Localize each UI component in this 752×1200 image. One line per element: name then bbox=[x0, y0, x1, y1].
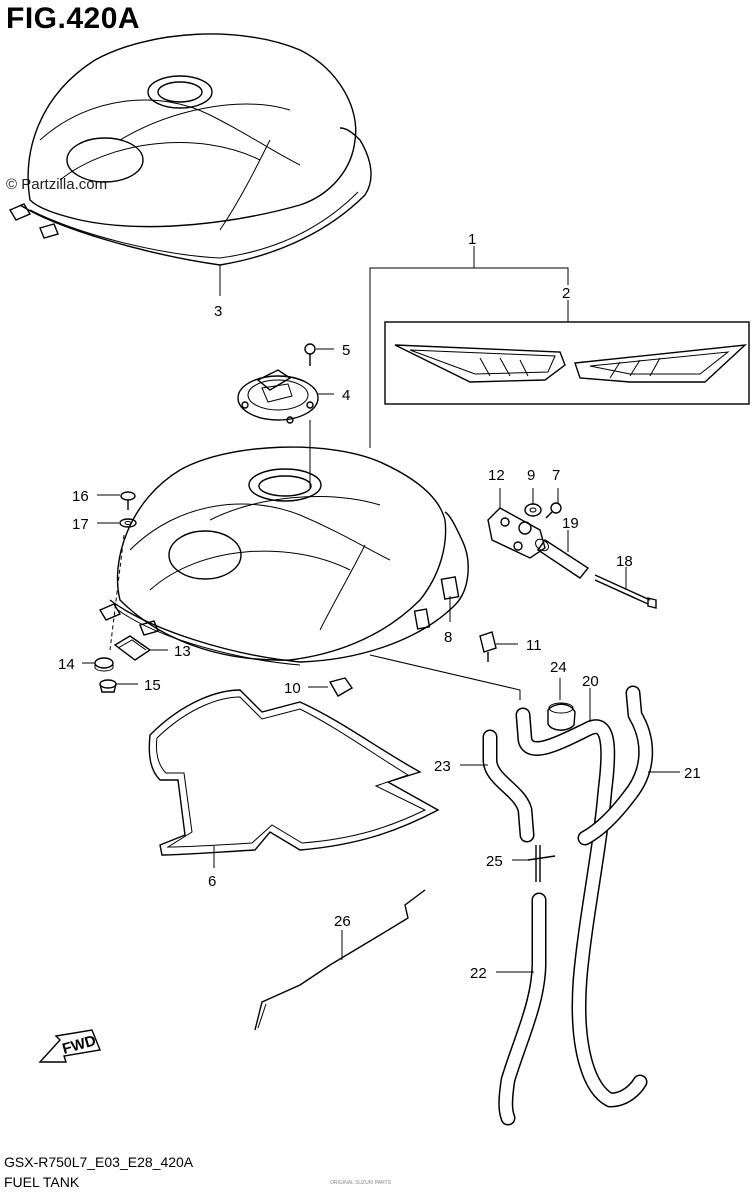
bolt-part-18[interactable] bbox=[594, 574, 657, 609]
callout-17: 17 bbox=[72, 516, 89, 533]
callout-23: 23 bbox=[434, 758, 451, 775]
callout-21: 21 bbox=[684, 765, 701, 782]
callout-3: 3 bbox=[214, 303, 222, 320]
fwd-arrow-icon: FWD bbox=[38, 1029, 101, 1063]
fuel-cap-part-4[interactable] bbox=[237, 369, 319, 424]
bolt-part-15[interactable] bbox=[99, 679, 117, 693]
hose-part-23[interactable] bbox=[482, 729, 535, 843]
washer-part-17[interactable] bbox=[119, 518, 137, 528]
callout-5: 5 bbox=[342, 342, 350, 359]
fine-print: ORIGINAL SUZUKI PARTS bbox=[330, 1180, 392, 1186]
leader-tank-hose bbox=[369, 654, 521, 700]
emblem-box bbox=[384, 321, 750, 405]
hose-part-21[interactable] bbox=[577, 685, 654, 846]
clamp-part-10[interactable] bbox=[328, 677, 354, 697]
bolt-part-7[interactable] bbox=[545, 502, 562, 519]
callout-18: 18 bbox=[616, 553, 633, 570]
callout-15: 15 bbox=[144, 677, 161, 694]
callout-1: 1 bbox=[468, 231, 476, 248]
callout-26: 26 bbox=[334, 913, 351, 930]
bracket-1 bbox=[369, 267, 569, 448]
callout-2: 2 bbox=[562, 285, 570, 302]
callout-10: 10 bbox=[284, 680, 301, 697]
callout-12: 12 bbox=[488, 467, 505, 484]
hose-part-22[interactable] bbox=[498, 892, 547, 1126]
model-code: GSX-R750L7_E03_E28_420A bbox=[4, 1154, 194, 1170]
figure-title: FIG.420A bbox=[6, 2, 141, 35]
cap-part-24[interactable] bbox=[547, 702, 576, 731]
watermark: © Partzilla.com bbox=[6, 176, 108, 193]
wire-part-26[interactable] bbox=[254, 889, 426, 1031]
callout-7: 7 bbox=[552, 467, 560, 484]
collar-part-19[interactable] bbox=[533, 537, 590, 579]
emblem-left-part-2[interactable] bbox=[394, 344, 566, 383]
callout-9: 9 bbox=[527, 467, 535, 484]
grommet-part-9[interactable] bbox=[524, 503, 542, 517]
cushion-part-14[interactable] bbox=[94, 657, 114, 672]
joint-part-25[interactable] bbox=[527, 845, 556, 882]
callout-24: 24 bbox=[550, 659, 567, 676]
fuel-tank-main[interactable] bbox=[98, 446, 469, 666]
callout-6: 6 bbox=[208, 873, 216, 890]
leader-16-17-dash bbox=[109, 534, 125, 651]
callout-13: 13 bbox=[174, 643, 191, 660]
screw-part-5[interactable] bbox=[304, 343, 316, 366]
valve-part-11[interactable] bbox=[479, 631, 497, 662]
callout-25: 25 bbox=[486, 853, 503, 870]
part-name: FUEL TANK bbox=[4, 1174, 80, 1190]
seal-part-6[interactable] bbox=[148, 689, 440, 856]
callout-11: 11 bbox=[526, 637, 542, 654]
hose-part-20[interactable] bbox=[515, 707, 648, 1108]
tank-cover-part-3[interactable] bbox=[8, 33, 372, 266]
callout-16: 16 bbox=[72, 488, 89, 505]
emblem-right-part-2[interactable] bbox=[574, 344, 748, 383]
damper-part-13[interactable] bbox=[113, 635, 152, 661]
bolt-part-16[interactable] bbox=[120, 491, 136, 510]
callout-14: 14 bbox=[58, 656, 75, 673]
callout-4: 4 bbox=[342, 387, 350, 404]
callout-22: 22 bbox=[470, 965, 487, 982]
callout-19: 19 bbox=[562, 515, 579, 532]
callout-20: 20 bbox=[582, 673, 599, 690]
callout-8: 8 bbox=[444, 629, 452, 646]
